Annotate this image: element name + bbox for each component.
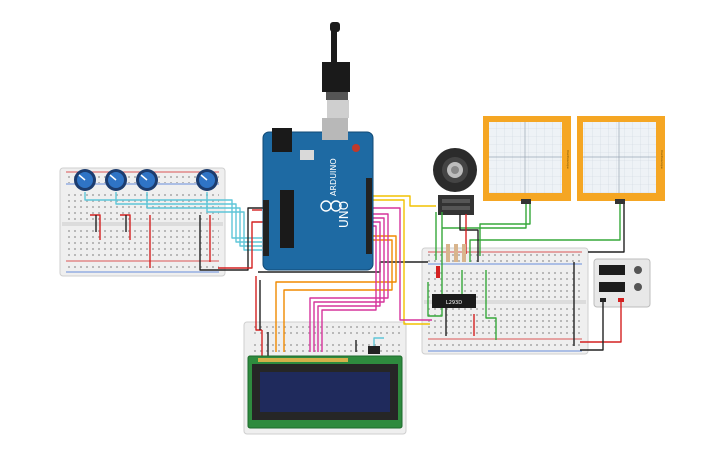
oscilloscope-1[interactable]: Oscilloscope (483, 116, 571, 204)
potentiometer-2[interactable] (105, 169, 127, 191)
motor-driver-label: L293D (446, 300, 462, 306)
motor-driver-chip[interactable]: L293D (432, 294, 476, 308)
potentiometer-3[interactable] (136, 169, 158, 191)
resistors[interactable] (436, 244, 466, 278)
oscilloscope-2-label: Oscilloscope (660, 150, 664, 169)
wires (84, 192, 625, 372)
arduino-model-text: UNO (337, 201, 351, 228)
oscilloscope-1-label: Oscilloscope (566, 150, 570, 169)
potentiometer-1[interactable] (74, 169, 96, 191)
arduino-logo-text: ARDUINO (329, 158, 338, 196)
arduino-uno[interactable]: ARDUINO UNO (262, 22, 374, 271)
potentiometer-4[interactable] (196, 169, 218, 191)
breadboard-right[interactable] (421, 247, 589, 355)
oscilloscope-2[interactable]: Oscilloscope (577, 116, 665, 204)
power-supply[interactable] (593, 258, 651, 308)
lcd-display[interactable] (247, 346, 403, 429)
lcd-screen (260, 372, 390, 412)
reset-button[interactable] (352, 144, 360, 152)
dc-motor[interactable] (433, 148, 477, 215)
